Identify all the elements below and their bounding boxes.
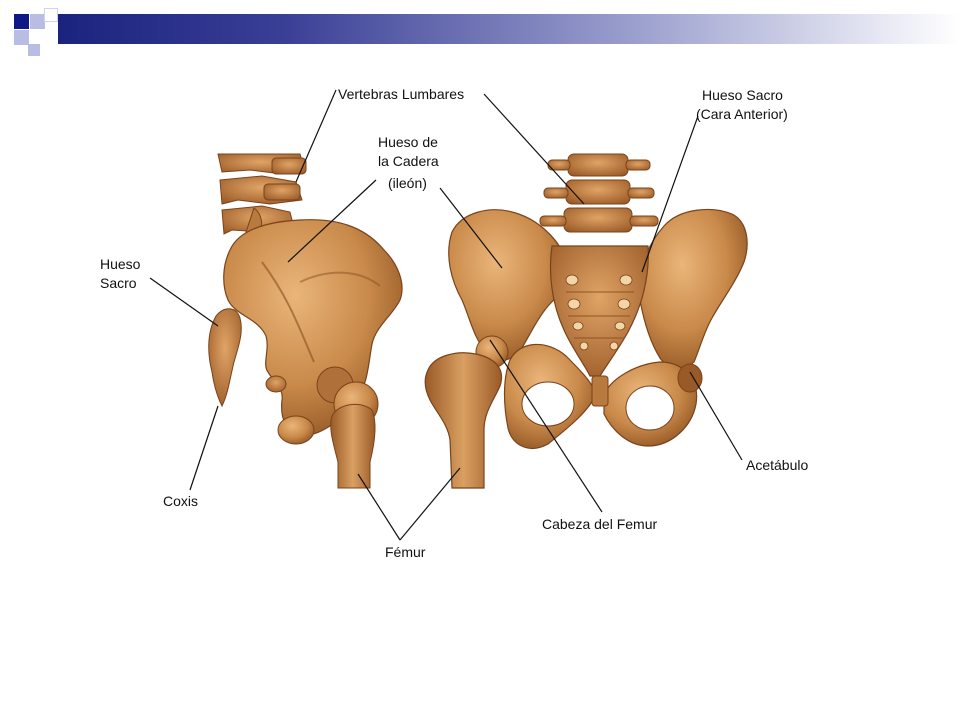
anterior-lumbar-vertebrae [539, 153, 659, 233]
pubic-symphysis [591, 375, 609, 407]
label-hueso-sacro-anterior-line1: Hueso Sacro [702, 87, 783, 103]
label-hueso-cadera-line3: (ileón) [388, 175, 427, 191]
label-femur: Fémur [385, 544, 426, 560]
sacral-foramina [565, 274, 633, 351]
lateral-view-group [208, 153, 403, 489]
label-coxis: Coxis [163, 493, 199, 509]
anterior-femur [424, 352, 503, 489]
header-gradient-bar [58, 14, 960, 44]
lateral-sacrum-coccyx [208, 308, 242, 408]
header-square-small [28, 44, 40, 56]
label-hueso-sacro-line2: Sacro [100, 275, 137, 291]
label-hueso-cadera-line1: Hueso de [378, 134, 438, 150]
label-hueso-sacro-anterior-line2: (Cara Anterior) [696, 106, 788, 122]
anterior-view-group [424, 153, 748, 489]
header-square-dark [14, 14, 29, 29]
lateral-femur-shaft [330, 403, 376, 489]
header-square-light [14, 30, 29, 45]
slide-header [0, 0, 960, 60]
acetabulum-socket [677, 363, 703, 393]
leader-lines [149, 89, 743, 541]
header-square-outline [44, 8, 58, 22]
label-hueso-cadera-line2: la Cadera [378, 153, 439, 169]
lateral-lumbar-vertebrae [217, 153, 307, 237]
label-cabeza-del-femur: Cabeza del Femur [542, 516, 658, 532]
header-square-white [30, 30, 45, 45]
label-hueso-sacro-line1: Hueso [100, 256, 141, 272]
label-vertebras-lumbares: Vertebras Lumbares [338, 86, 465, 102]
anterior-left-ilium [448, 209, 569, 361]
label-acetabulo: Acetábulo [746, 457, 809, 473]
header-square-light [30, 14, 45, 29]
